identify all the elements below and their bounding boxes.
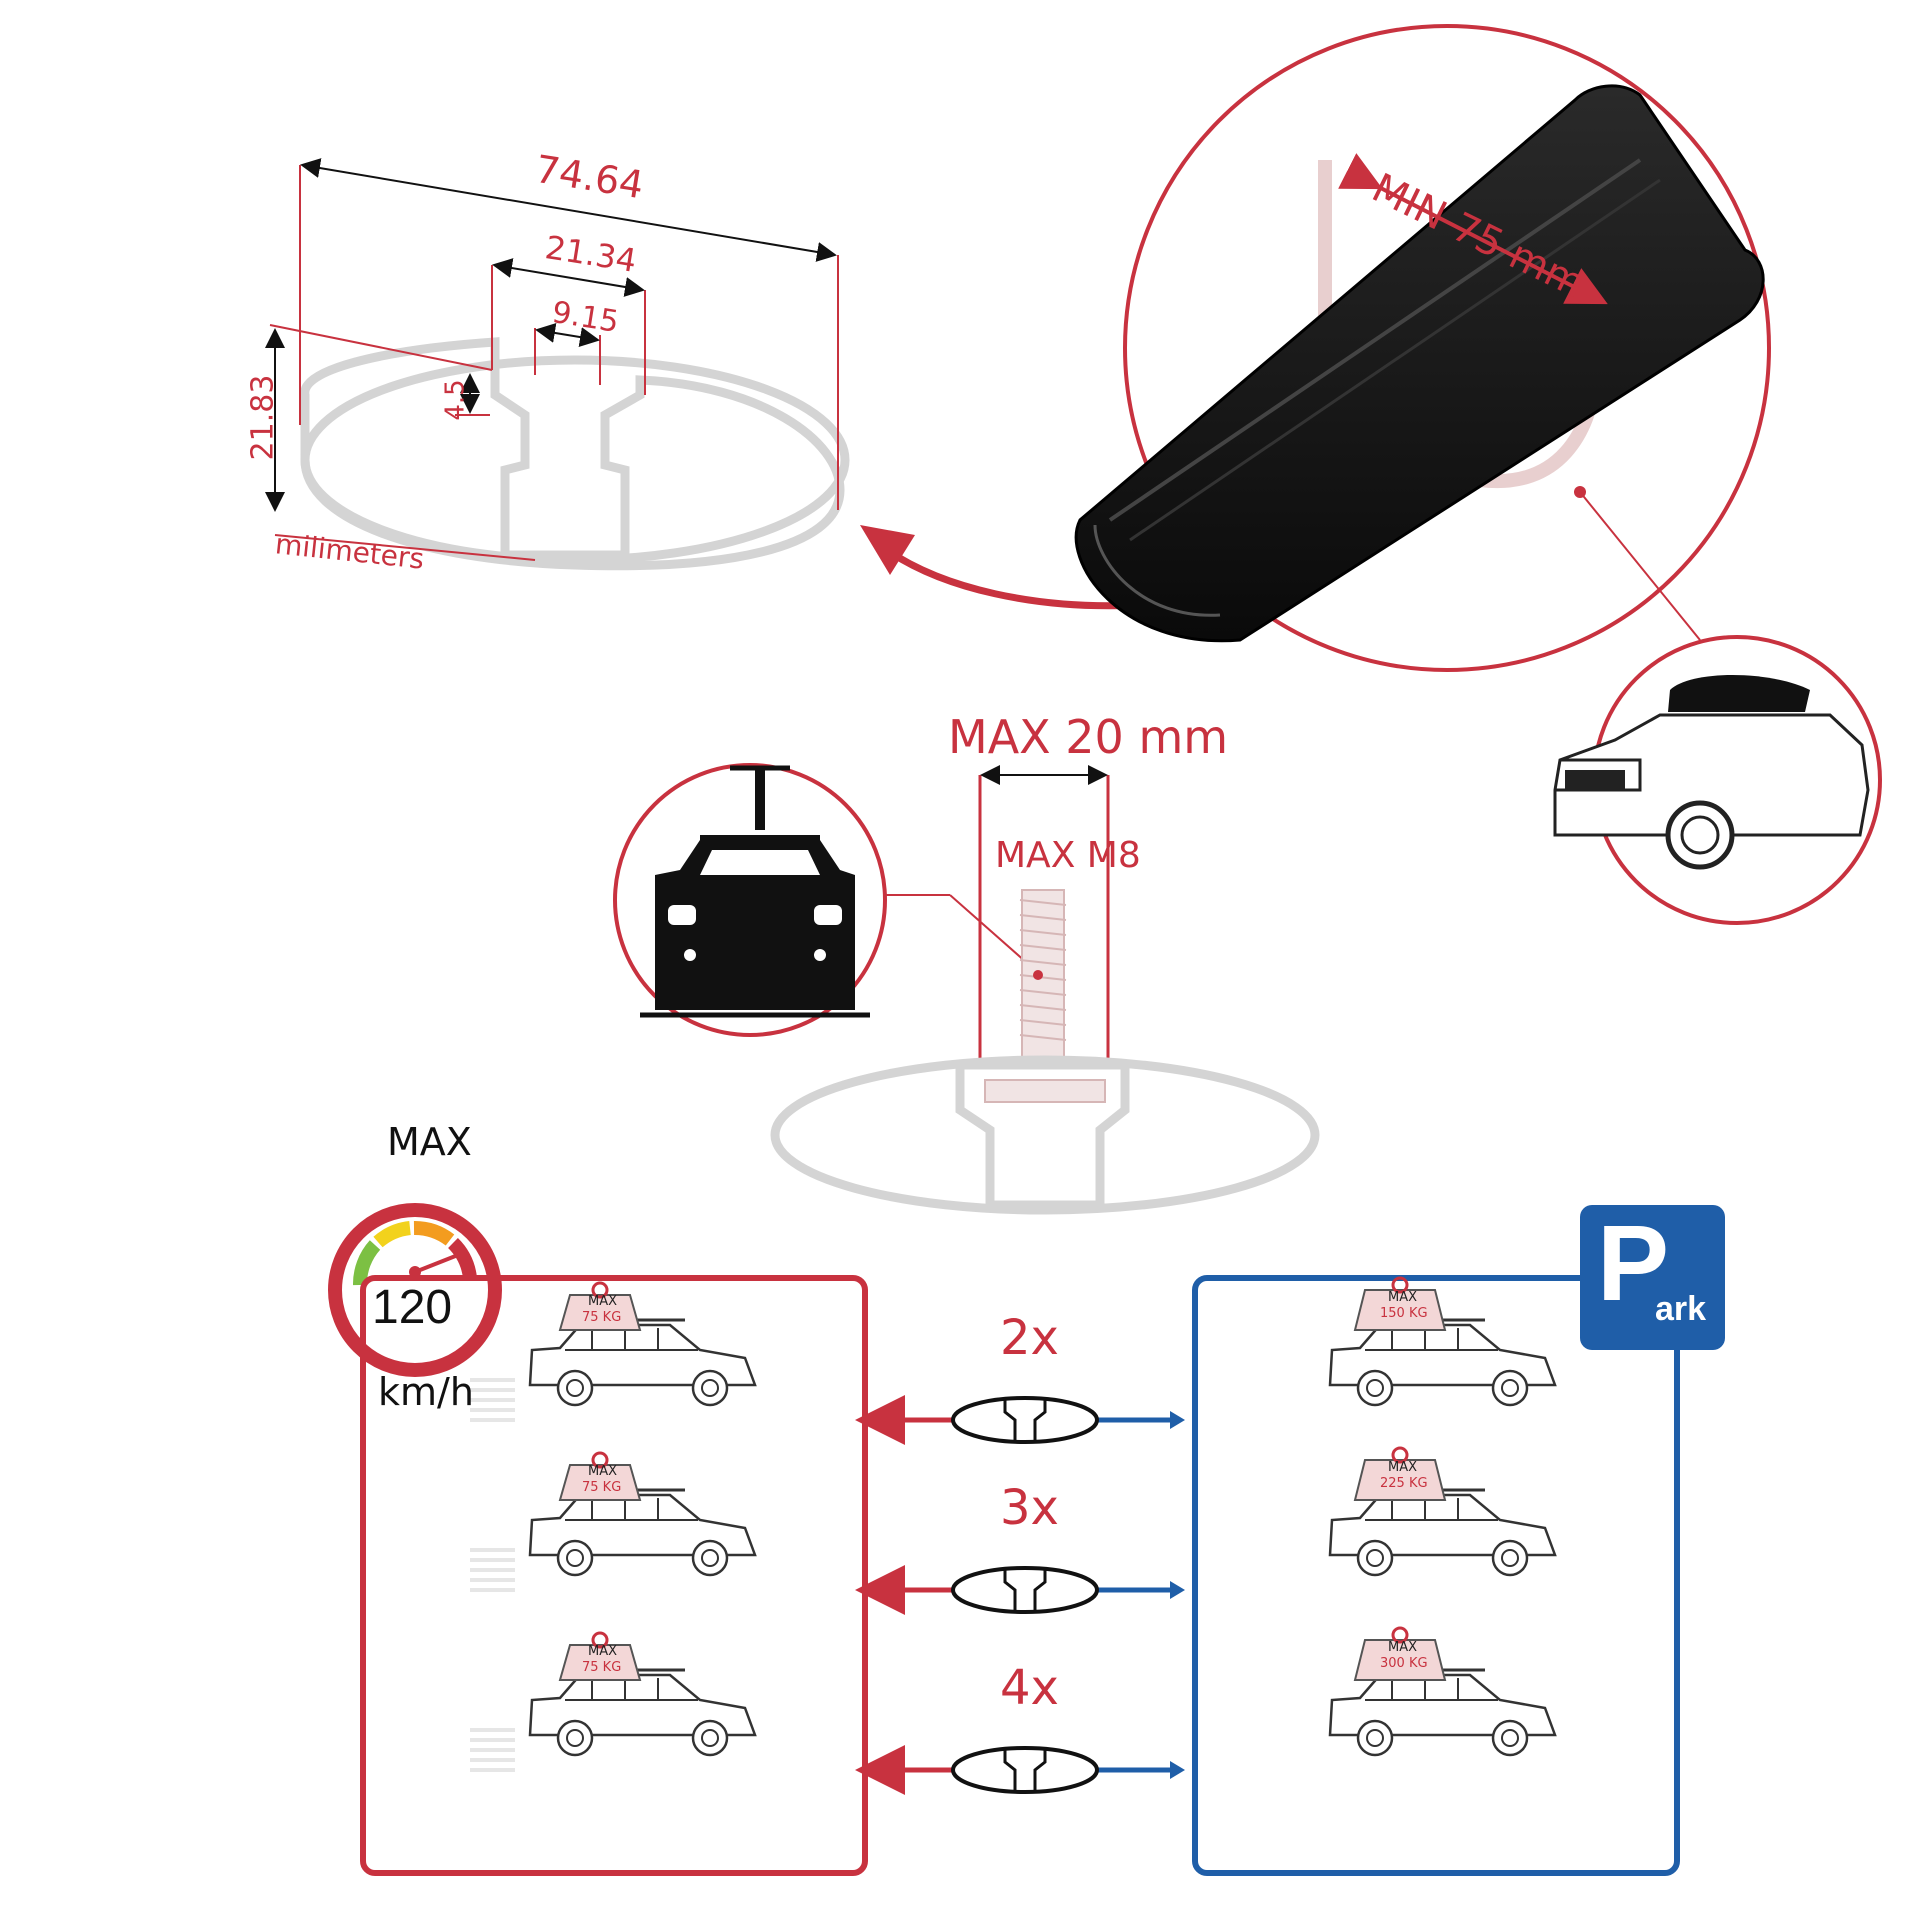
bolt-size-label: MAX M8 <box>995 835 1141 876</box>
speed-unit: km/h <box>378 1370 474 1414</box>
speed-value: 120 <box>372 1281 453 1334</box>
parked-car-icon <box>1328 1668 1557 1757</box>
driving-max-label: MAX <box>588 1464 618 1479</box>
max-width-label: MAX 20 mm <box>948 710 1229 764</box>
parked-max-label: MAX <box>1388 1290 1418 1305</box>
bar-count: 4x <box>1000 1660 1059 1716</box>
speed-limit-sign <box>328 1203 502 1377</box>
pointer-arrow <box>877 542 1141 610</box>
dim-height: 21.83 <box>245 374 281 461</box>
dim-slot-depth: 4.5 <box>440 379 471 421</box>
parked-load-label: 225 KG <box>1380 1476 1428 1491</box>
driving-load-label: 75 KG <box>582 1310 622 1325</box>
parked-max-label: MAX <box>1388 1460 1418 1475</box>
driving-car-icon <box>528 1318 757 1407</box>
parked-load-panel <box>1192 1275 1680 1876</box>
bar-profile-icon <box>951 1396 1099 1444</box>
parking-letter: P <box>1597 1202 1670 1323</box>
bolt-diagram <box>770 765 1320 1215</box>
driving-car-icon <box>528 1488 757 1577</box>
bar-profile-icon <box>951 1566 1099 1614</box>
profile-ellipse <box>300 355 850 565</box>
driving-load-label: 75 KG <box>582 1660 622 1675</box>
load-rows <box>470 1276 1557 1795</box>
parking-suffix: ark <box>1655 1290 1707 1328</box>
speed-max-label: MAX <box>387 1120 472 1164</box>
parked-load-label: 150 KG <box>1380 1306 1428 1321</box>
driving-weight-icon <box>558 1294 642 1331</box>
parked-weight-icon <box>1353 1289 1447 1331</box>
parked-weight-icon <box>1353 1639 1447 1681</box>
bar-profile-icon <box>951 1746 1099 1794</box>
parked-load-label: 300 KG <box>1380 1656 1428 1671</box>
parking-sign <box>1580 1205 1725 1350</box>
bar-count: 2x <box>1000 1310 1059 1366</box>
bar-detail-circle <box>1074 24 1771 672</box>
driving-car-icon <box>528 1668 757 1757</box>
driving-weight-icon <box>558 1644 642 1681</box>
suv-roofbox-circle <box>1553 635 1882 925</box>
driving-max-label: MAX <box>588 1294 618 1309</box>
load-row <box>470 1446 1557 1615</box>
load-row <box>470 1276 1557 1445</box>
profile-dimension-drawing <box>265 158 850 571</box>
parked-weight-icon <box>1353 1459 1447 1501</box>
parked-car-icon <box>1328 1488 1557 1577</box>
parked-car-icon <box>1328 1318 1557 1407</box>
driving-max-label: MAX <box>588 1644 618 1659</box>
parked-max-label: MAX <box>1388 1640 1418 1655</box>
driving-weight-icon <box>558 1464 642 1501</box>
bar-count: 3x <box>1000 1480 1059 1536</box>
driving-load-label: 75 KG <box>582 1480 622 1495</box>
load-row <box>470 1626 1557 1795</box>
bike-car-circle <box>613 763 1036 1037</box>
